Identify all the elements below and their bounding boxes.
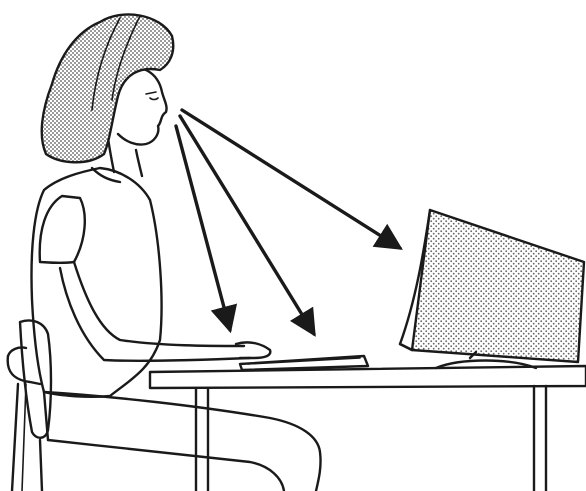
monitor-screen [412,210,584,362]
chair-leg-right [40,440,42,491]
seated-woman [32,14,321,491]
sight-lines [176,110,400,334]
desk [150,366,586,491]
sight-line-to-monitor [182,110,400,248]
woman-forearm [74,262,244,346]
computer-monitor [400,210,584,368]
woman-thigh [44,392,321,491]
woman-upper-arm [40,196,85,263]
chair-leg-left [12,384,18,491]
desk-top [150,366,586,388]
woman-hand [236,342,270,358]
sight-line-to-keyboard [180,116,314,334]
